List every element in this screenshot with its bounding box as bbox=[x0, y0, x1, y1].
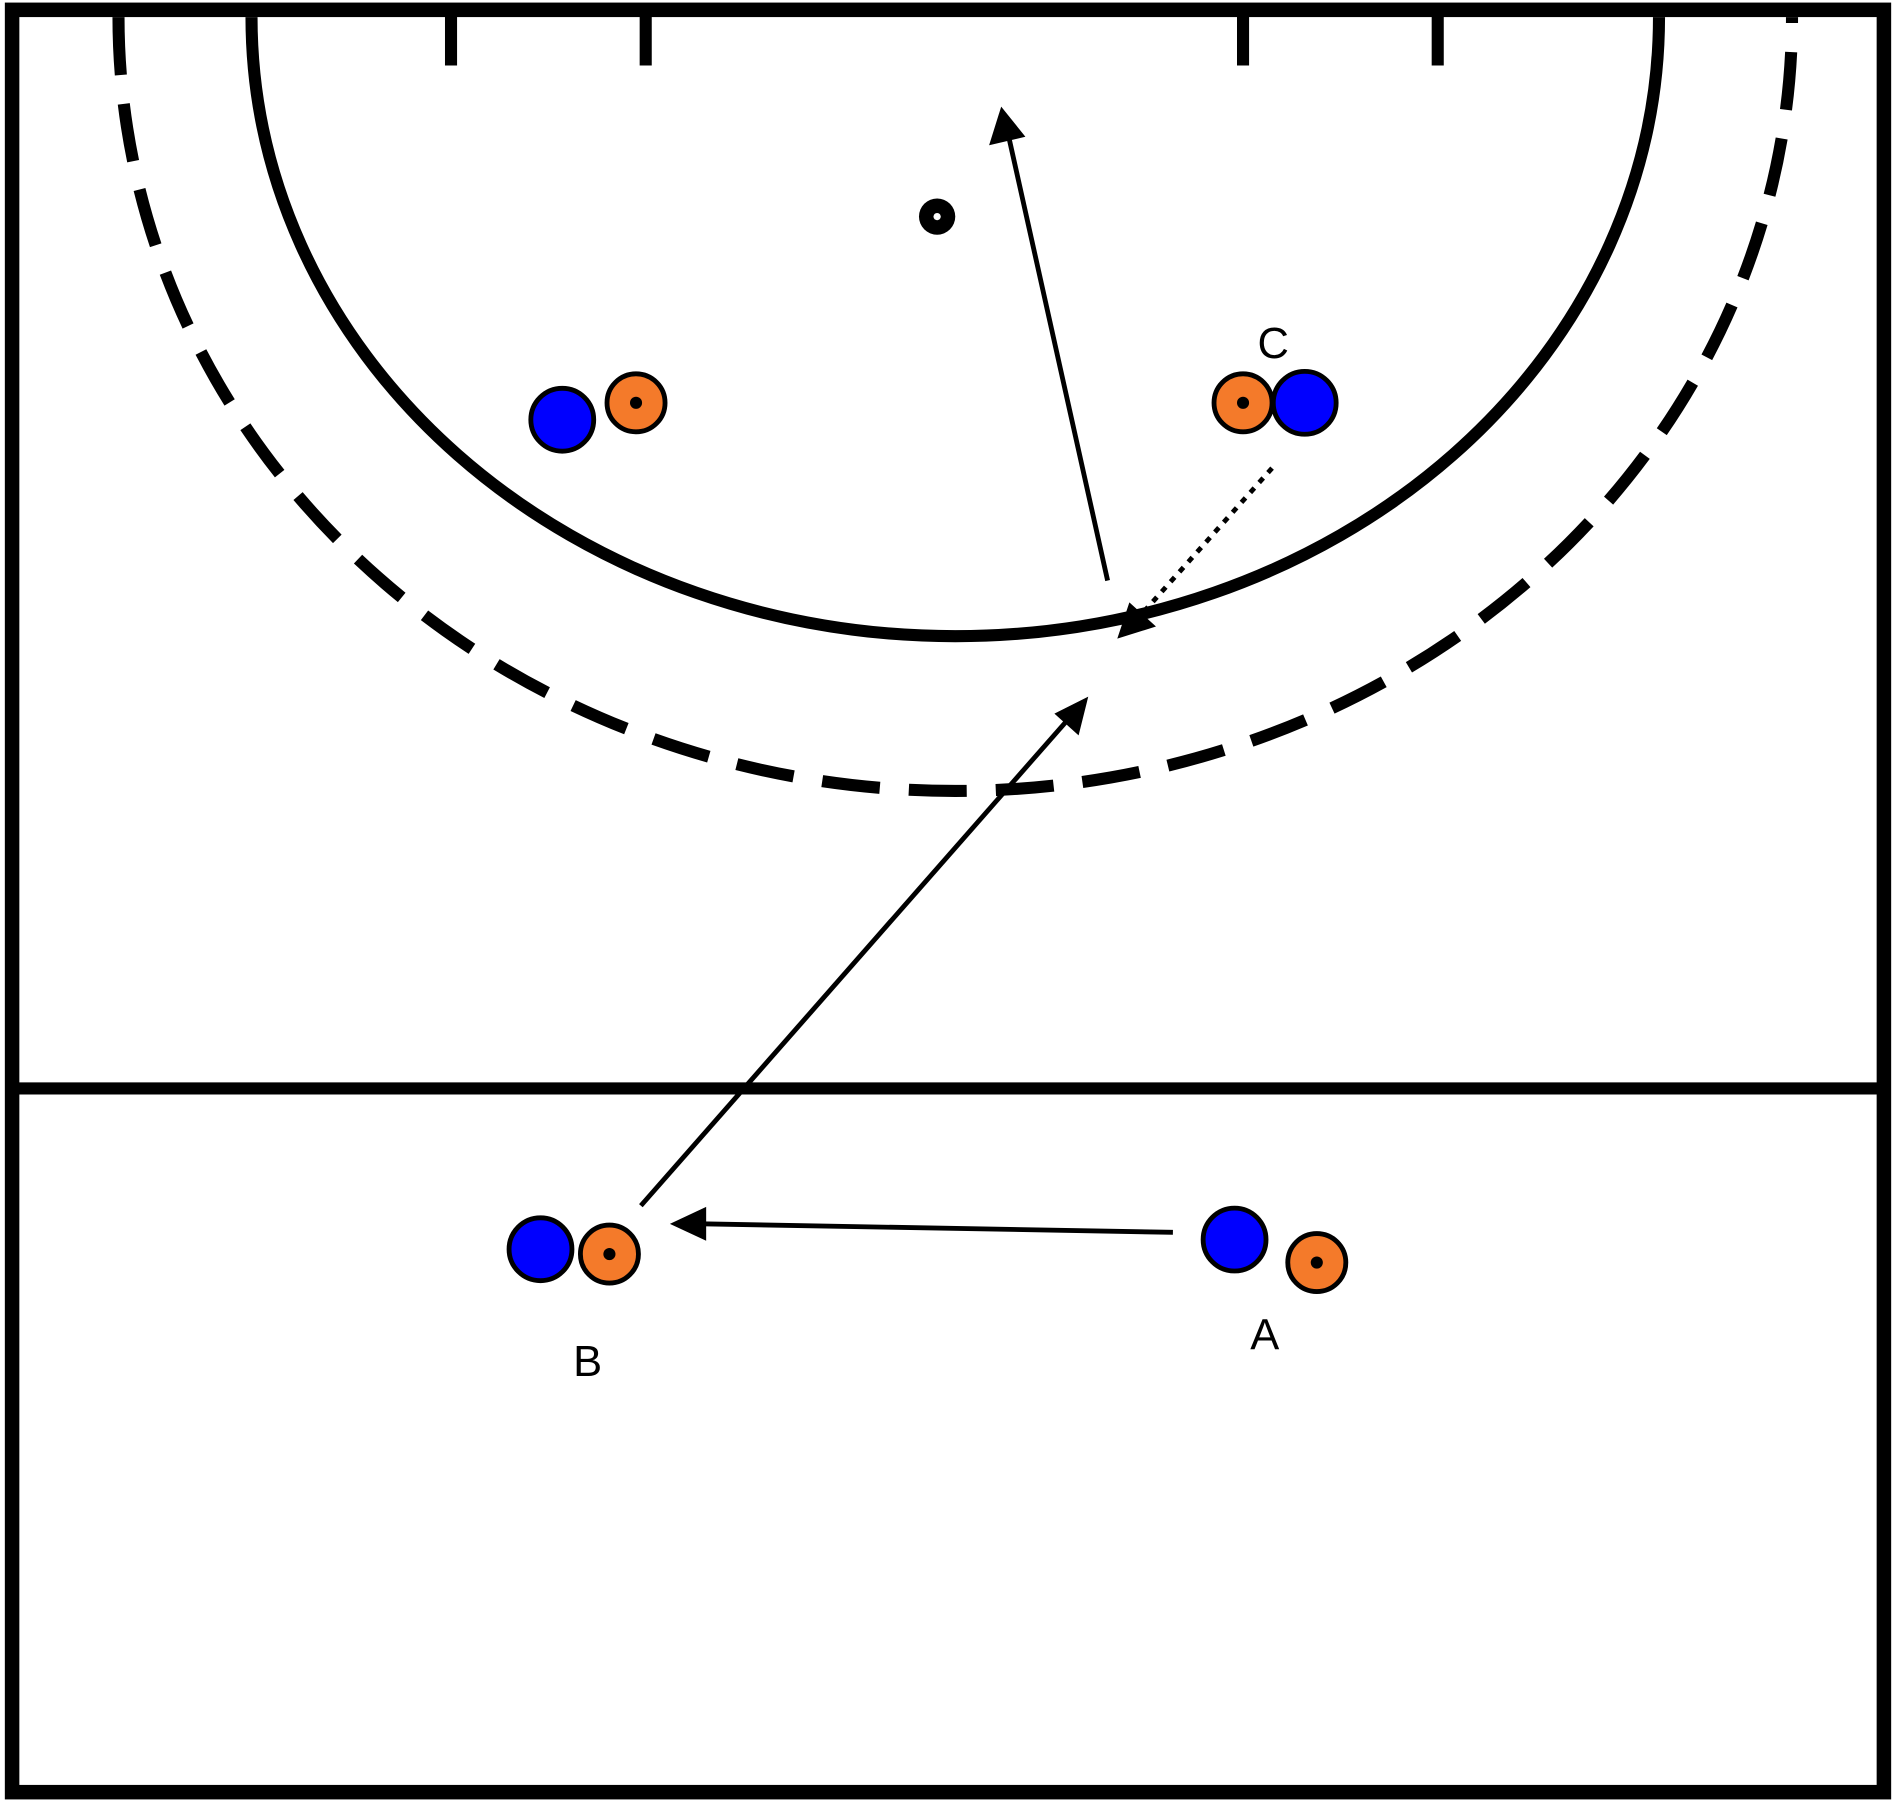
field-border bbox=[4, 2, 1892, 1800]
label-b: B bbox=[573, 1338, 602, 1386]
shooting-circle bbox=[245, 17, 1666, 643]
pass-arrow-b-to-circle bbox=[639, 696, 1089, 1208]
attacker-player-c bbox=[1270, 368, 1339, 437]
goal-line-ticks bbox=[444, 12, 1444, 66]
defender-player-a bbox=[1285, 1231, 1349, 1294]
attacker-player-a bbox=[1200, 1205, 1269, 1274]
label-c: C bbox=[1258, 320, 1289, 368]
penalty-spot bbox=[918, 198, 956, 235]
dashed-circle bbox=[112, 17, 1799, 798]
defender-player-b bbox=[577, 1222, 641, 1286]
label-a: A bbox=[1250, 1312, 1279, 1360]
run-arrow-to-goal bbox=[989, 106, 1110, 582]
dotted-run-arrow-c bbox=[1117, 466, 1274, 639]
attacker-player bbox=[528, 385, 597, 454]
pass-arrow-a-to-b bbox=[669, 1206, 1173, 1241]
attacker-player-b bbox=[506, 1215, 575, 1284]
defender-player-c bbox=[1211, 371, 1275, 435]
defender-player bbox=[604, 371, 668, 435]
